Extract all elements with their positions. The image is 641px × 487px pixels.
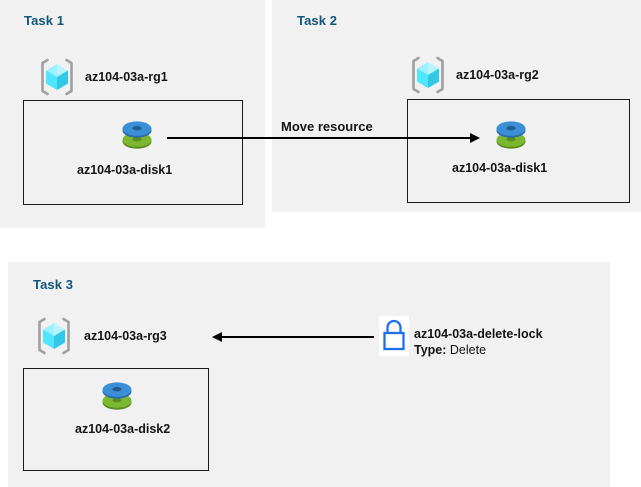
resource-group-icon	[36, 56, 78, 98]
task-2-resource-box	[407, 99, 630, 203]
lock-scope-arrow-head	[212, 332, 222, 342]
task-2-panel	[272, 0, 641, 212]
move-resource-arrow-head	[470, 133, 480, 143]
move-resource-arrow-label: Move resource	[281, 119, 373, 134]
resource-group-2-label: az104-03a-rg2	[456, 68, 539, 82]
lock-scope-arrow-line	[222, 336, 374, 338]
lock-type-row: Type: Delete	[414, 343, 486, 357]
lock-type-key: Type:	[414, 343, 447, 357]
disk-1-label: az104-03a-disk1	[77, 163, 173, 177]
managed-disk-icon	[490, 113, 532, 155]
resource-group-1-label: az104-03a-rg1	[85, 70, 168, 84]
disk-2-label: az104-03a-disk2	[75, 422, 171, 436]
managed-disk-icon	[96, 374, 138, 416]
lock-icon	[379, 316, 409, 356]
task-3-title: Task 3	[33, 277, 74, 292]
managed-disk-icon	[116, 113, 158, 155]
task-1-resource-box	[23, 100, 243, 205]
disk-1-moved-label: az104-03a-disk1	[452, 161, 548, 175]
task-1-panel	[0, 0, 265, 228]
resource-group-icon	[407, 54, 449, 96]
resource-group-3-label: az104-03a-rg3	[84, 329, 167, 343]
resource-group-icon	[33, 315, 75, 357]
task-1-title: Task 1	[24, 13, 65, 28]
task-3-resource-box	[23, 368, 209, 471]
lock-type-value: Delete	[449, 343, 487, 357]
move-resource-arrow-line	[167, 137, 472, 139]
delete-lock-label: az104-03a-delete-lock	[414, 327, 543, 341]
task-2-title: Task 2	[297, 13, 338, 28]
task-3-panel	[8, 262, 610, 487]
